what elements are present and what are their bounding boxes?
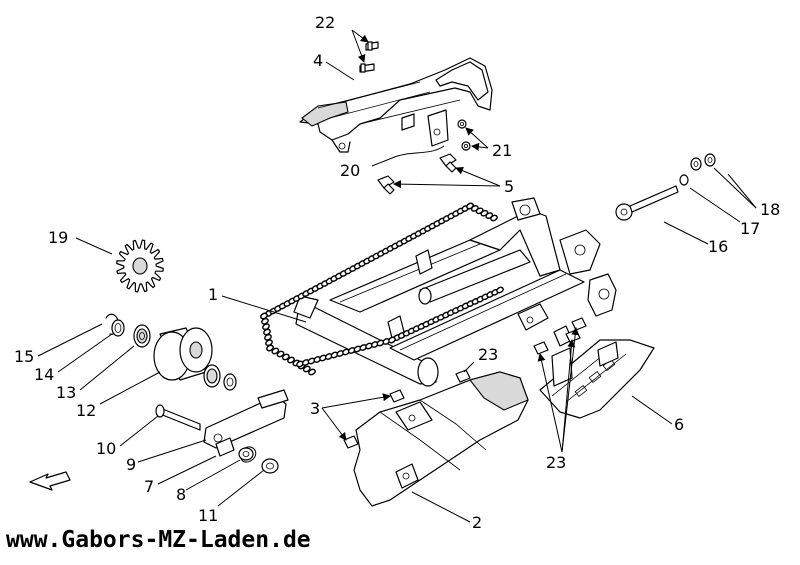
- bolt-part-10: [155, 404, 201, 431]
- callout-16: 16: [708, 237, 728, 256]
- nuts-part-21: [457, 119, 471, 151]
- roller-part-12: [153, 327, 213, 381]
- callout-18: 18: [760, 200, 780, 219]
- front-direction-arrow-icon: [29, 471, 71, 491]
- plate-part-9: [203, 389, 289, 449]
- callout-15: 15: [14, 347, 34, 366]
- callout-14: 14: [34, 365, 54, 384]
- screws-part-22: [359, 41, 379, 73]
- callout-labels: 22 4 21 20 5 19 1 15 14 13 12 10 9 7 8 1…: [14, 13, 780, 532]
- callout-12: 12: [76, 401, 96, 420]
- website-footer: www.Gabors-MZ-Laden.de: [6, 527, 311, 553]
- callout-10: 10: [96, 439, 116, 458]
- washer-part-14: [111, 319, 125, 337]
- plate-part-6: [539, 339, 655, 419]
- callout-23a: 23: [478, 345, 498, 364]
- bush-part-8: [238, 447, 254, 461]
- callout-7: 7: [144, 477, 154, 496]
- callout-13: 13: [56, 383, 76, 402]
- nut-part-11: [261, 458, 279, 474]
- lower-chain-case-part-2: [353, 371, 529, 507]
- callout-22: 22: [315, 13, 335, 32]
- callout-9: 9: [126, 455, 136, 474]
- bearing-part-13: [133, 324, 151, 348]
- bolts-part-3: [343, 389, 405, 449]
- bearing-part-13b: [203, 364, 237, 391]
- sprocket-part-19: [116, 239, 164, 293]
- callout-2: 2: [472, 513, 482, 532]
- wire-part-20: [391, 145, 445, 159]
- chain-adjuster-part-16: [615, 185, 679, 221]
- callout-19: 19: [48, 228, 68, 247]
- callout-17: 17: [740, 219, 760, 238]
- leader-lines: [37, 29, 757, 523]
- chain-guard-part-4: [299, 57, 493, 153]
- nuts-part-18: [690, 153, 716, 171]
- callout-23b: 23: [546, 453, 566, 472]
- callout-1: 1: [208, 285, 218, 304]
- drive-chain: [260, 202, 504, 376]
- callout-20: 20: [340, 161, 360, 180]
- callout-11: 11: [198, 506, 218, 525]
- swing-arm-part-1: [293, 197, 617, 387]
- callout-21: 21: [492, 141, 512, 160]
- callout-4: 4: [313, 51, 323, 70]
- bolts-part-5: [377, 153, 457, 195]
- callout-5: 5: [504, 177, 514, 196]
- callout-3: 3: [310, 399, 320, 418]
- callout-8: 8: [176, 485, 186, 504]
- callout-6: 6: [674, 415, 684, 434]
- washer-part-17: [679, 174, 689, 186]
